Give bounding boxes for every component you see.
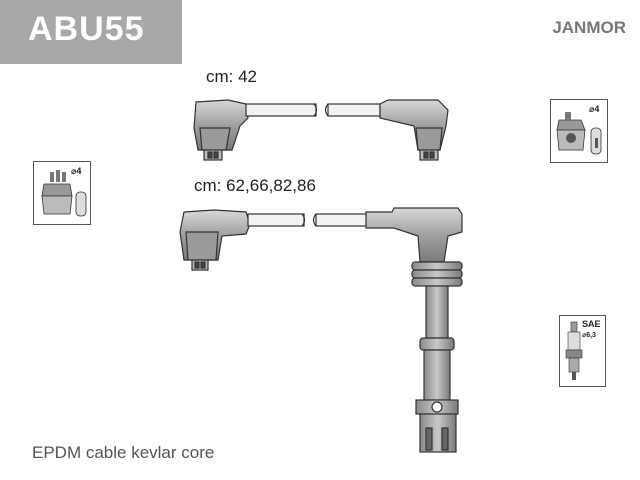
diameter-label: ⌀4 <box>589 104 600 114</box>
distributor-cap-icon <box>556 112 602 155</box>
spark-plug-icon-box: SAE ⌀6,3 <box>559 315 606 387</box>
long-cable <box>179 207 463 453</box>
distributor-cap-icon-left: ⌀4 <box>33 161 91 225</box>
product-code-box: ABU55 <box>0 0 182 64</box>
cable-description: EPDM cable kevlar core <box>32 443 215 462</box>
long-cable-lengths: cm: 62,66,82,86 <box>194 176 316 195</box>
short-cable <box>193 99 449 161</box>
spark-plug-standard-label: SAE <box>582 319 601 329</box>
diameter-label: ⌀4 <box>71 166 82 176</box>
distributor-cap-icon-right: ⌀4 <box>550 99 608 163</box>
distributor-cap-icon <box>41 170 87 217</box>
brand-name: JANMOR <box>552 18 626 37</box>
product-code: ABU55 <box>28 10 145 48</box>
spark-plug-diameter-label: ⌀6,3 <box>582 332 596 339</box>
spark-plug-icon <box>565 321 583 380</box>
short-cable-length: cm: 42 <box>206 67 258 86</box>
